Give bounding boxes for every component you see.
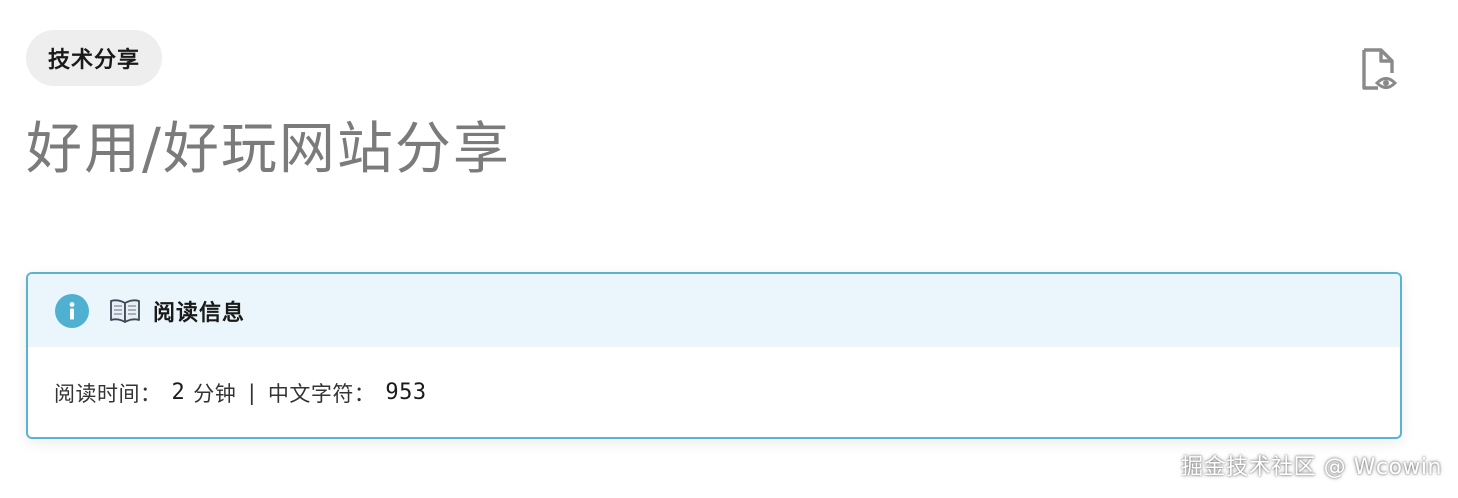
reading-info-title: 阅读信息: [153, 300, 246, 326]
open-book-icon: [109, 298, 141, 324]
document-view-button[interactable]: [1356, 48, 1402, 96]
document-eye-icon: [1360, 48, 1398, 96]
read-time-value: 2: [171, 380, 186, 405]
reading-info-header[interactable]: 阅读信息: [28, 274, 1400, 347]
read-time-label: 阅读时间：: [54, 381, 162, 406]
category-tag[interactable]: 技术分享: [26, 30, 163, 86]
watermark: 掘金技术社区 @ Wcowin: [1181, 455, 1442, 480]
stat-separator: |: [248, 380, 256, 405]
char-count-value: 953: [385, 380, 427, 405]
info-icon: [55, 293, 89, 328]
char-count-label: 中文字符：: [267, 381, 376, 406]
page-title: 好用/好玩网站分享: [26, 117, 511, 182]
category-tag-label: 技术分享: [48, 48, 141, 73]
read-time-unit: 分钟: [193, 381, 237, 406]
reading-info-panel: 阅读信息 阅读时间： 2 分钟 | 中文字符： 953: [26, 272, 1402, 439]
reading-info-body: 阅读时间： 2 分钟 | 中文字符： 953: [28, 347, 1400, 437]
